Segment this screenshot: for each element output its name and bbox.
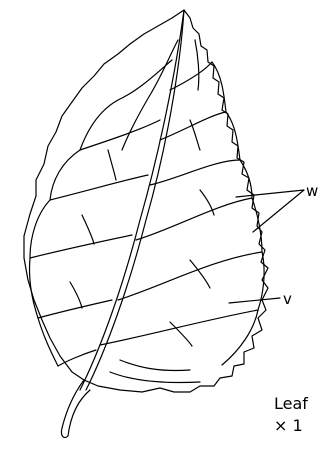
leader-line-v — [229, 298, 280, 303]
vein-left — [58, 350, 96, 366]
vein-left — [38, 300, 112, 318]
midrib — [80, 10, 184, 390]
vein-left — [118, 60, 172, 100]
minor-vein — [200, 190, 214, 215]
caption-title: Leaf — [274, 396, 308, 412]
marginal-loop — [29, 258, 38, 318]
marginal-loop — [30, 200, 50, 258]
minor-vein — [82, 215, 94, 244]
label-w: w — [306, 184, 318, 199]
vein-right — [118, 252, 262, 300]
minor-vein — [190, 260, 210, 288]
vein-left — [50, 175, 148, 200]
vein-right — [136, 198, 252, 240]
minor-vein — [120, 360, 190, 371]
label-v: v — [283, 292, 292, 307]
minor-vein — [110, 372, 200, 383]
caption-scale: × 1 — [274, 418, 303, 434]
vein-right — [150, 160, 240, 185]
minor-vein — [70, 282, 82, 308]
leader-line-w — [253, 190, 304, 232]
marginal-loop — [80, 100, 118, 150]
vein-left — [30, 235, 132, 258]
leader-line-w — [236, 190, 304, 197]
marginal-loop — [38, 318, 58, 366]
marginal-loop — [50, 150, 80, 200]
vein-right — [100, 310, 258, 345]
minor-vein — [108, 150, 116, 180]
inner-loop — [195, 40, 199, 90]
petiole — [61, 380, 90, 438]
